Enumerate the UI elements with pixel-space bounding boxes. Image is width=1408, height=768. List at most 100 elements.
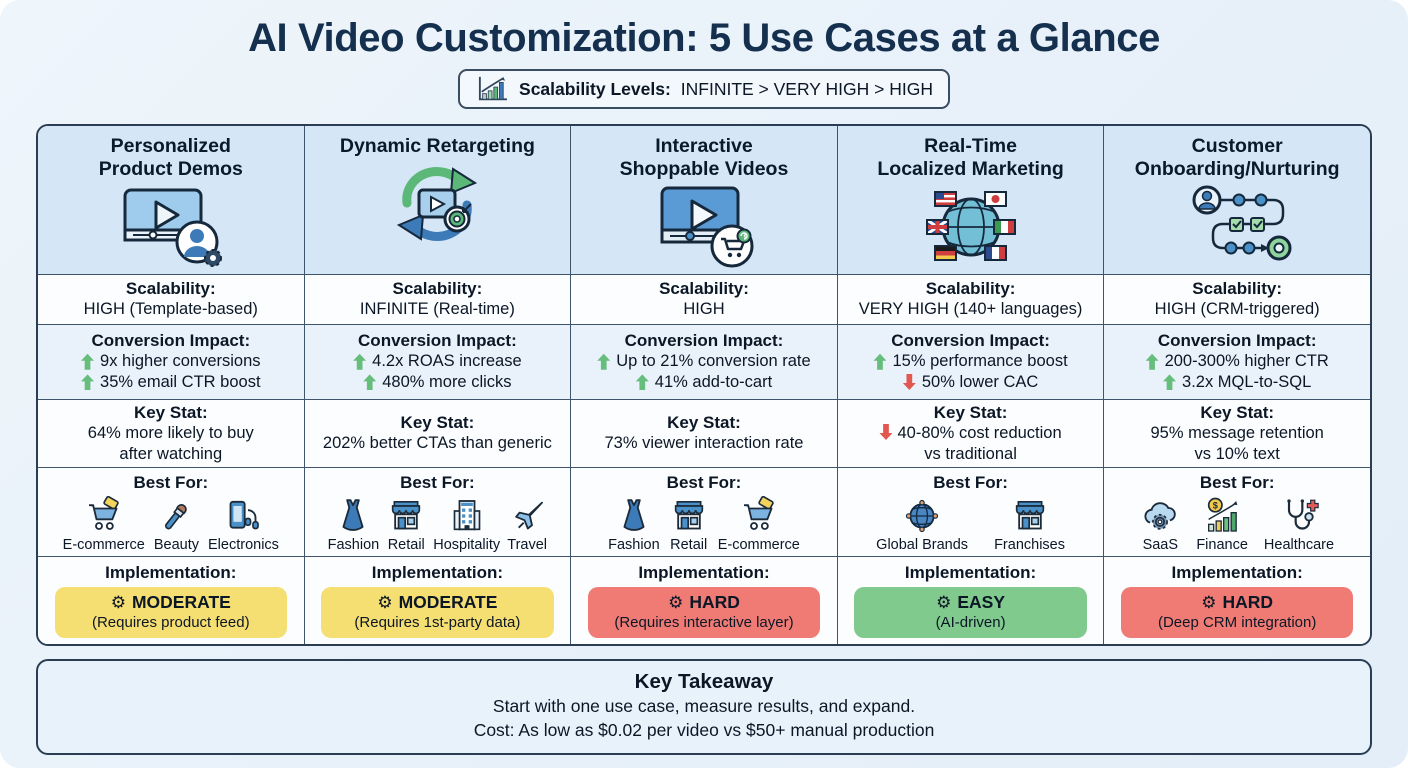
key-stat-label: Key Stat: bbox=[933, 403, 1008, 423]
column-customer-onboarding-nurturing: Customer Onboarding/Nurturing Scalabilit… bbox=[1104, 126, 1370, 644]
implementation-cell: Implementation: ⚙MODERATE (Requires 1st-… bbox=[304, 556, 571, 644]
key-stat-label: Key Stat: bbox=[667, 413, 741, 433]
bestfor-item-label: Global Brands bbox=[876, 537, 969, 553]
impact-line: 3.2x MQL-to-SQL bbox=[1163, 372, 1311, 393]
bestfor-item-label: SaaS bbox=[1142, 537, 1179, 553]
key-stat-value: 64% more likely to buy after watching bbox=[87, 424, 254, 463]
implementation-cell: Implementation: ⚙EASY (AI-driven) bbox=[837, 556, 1104, 644]
impact-line: 480% more clicks bbox=[363, 372, 512, 393]
electronics-phone-icon bbox=[223, 496, 263, 536]
retargeting-loop-icon bbox=[352, 161, 522, 245]
key-stat-cell: Key Stat: 95% message retention vs 10% t… bbox=[1104, 399, 1370, 467]
implementation-badge: ⚙EASY (AI-driven) bbox=[854, 587, 1087, 638]
bestfor-item: Healthcare bbox=[1264, 496, 1334, 553]
scalability-label: Scalability: bbox=[1192, 279, 1283, 299]
scalability-value: INFINITE (Real-time) bbox=[359, 300, 515, 319]
column-dynamic-retargeting: Dynamic Retargeting Scalability: INFINIT… bbox=[304, 126, 572, 644]
trend-arrow-icon bbox=[1145, 353, 1159, 370]
bestfor-item-label: Beauty bbox=[153, 537, 199, 553]
bestfor-item-label: E-commerce bbox=[62, 537, 145, 553]
impact-text: 200-300% higher CTR bbox=[1164, 352, 1329, 371]
scalability-legend-value: INFINITE > VERY HIGH > HIGH bbox=[680, 78, 933, 99]
implementation-cell: Implementation: ⚙HARD (Requires interact… bbox=[571, 556, 837, 644]
usecase-title: Personalized Product Demos bbox=[98, 135, 243, 180]
implementation-label: Implementation: bbox=[105, 563, 237, 582]
implementation-badge: ⚙HARD (Deep CRM integration) bbox=[1120, 587, 1354, 638]
franchises-store-icon bbox=[1010, 496, 1050, 536]
implementation-cell: Implementation: ⚙MODERATE (Requires prod… bbox=[38, 556, 304, 644]
best-for-label: Best For: bbox=[1199, 473, 1275, 492]
best-for-cell: Best For: Fashion Retail Hospitality Tra… bbox=[304, 467, 571, 556]
scalability-cell: Scalability: HIGH bbox=[571, 274, 837, 324]
gear-icon: ⚙ bbox=[936, 593, 952, 612]
bestfor-item: E-commerce bbox=[63, 496, 145, 553]
impact-line: 41% add-to-cart bbox=[635, 372, 772, 393]
bestfor-item-label: Travel bbox=[507, 537, 547, 553]
gear-icon: ⚙ bbox=[377, 593, 393, 612]
impact-text: 15% performance boost bbox=[892, 352, 1068, 371]
usecase-comparison-table: Personalized Product Demos Scalability: … bbox=[36, 124, 1372, 646]
implementation-label: Implementation: bbox=[904, 563, 1037, 582]
implementation-level: EASY bbox=[957, 592, 1006, 612]
implementation-note: (Requires interactive layer) bbox=[614, 614, 794, 631]
bestfor-item-label: Hospitality bbox=[433, 537, 501, 553]
best-for-cell: Best For: SaaS Finance Healthcare bbox=[1104, 467, 1370, 556]
column-real-time-localized-marketing: Real-Time Localized Marketing Scalabilit… bbox=[837, 126, 1105, 644]
impact-text: 35% email CTR boost bbox=[100, 373, 261, 391]
travel-plane-icon bbox=[507, 496, 547, 536]
conversion-impact-label: Conversion Impact: bbox=[1157, 331, 1317, 351]
key-stat-label: Key Stat: bbox=[1200, 403, 1275, 423]
key-stat-cell: Key Stat: 64% more likely to buy after w… bbox=[38, 399, 304, 467]
bestfor-item: Global Brands bbox=[876, 496, 968, 553]
key-stat-label: Key Stat: bbox=[400, 413, 475, 433]
scalability-cell: Scalability: HIGH (CRM-triggered) bbox=[1104, 274, 1370, 324]
key-takeaway-line: Cost: As low as $0.02 per video vs $50+ … bbox=[473, 720, 935, 741]
bestfor-item: Retail bbox=[669, 496, 709, 553]
fashion-dress-icon bbox=[333, 496, 373, 536]
trend-arrow-icon bbox=[635, 374, 649, 391]
scalability-label: Scalability: bbox=[392, 279, 483, 299]
scalability-cell: Scalability: INFINITE (Real-time) bbox=[304, 274, 571, 324]
key-takeaway-title: Key Takeaway bbox=[634, 670, 774, 693]
onboarding-journey-icon bbox=[1152, 184, 1322, 268]
conversion-impact-label: Conversion Impact: bbox=[358, 331, 517, 351]
key-stat-cell: Key Stat: 202% better CTAs than generic bbox=[304, 399, 571, 467]
trend-arrow-icon bbox=[597, 353, 611, 370]
bestfor-item: Retail bbox=[386, 496, 426, 553]
usecase-header: Dynamic Retargeting bbox=[304, 126, 571, 274]
implementation-label: Implementation: bbox=[371, 563, 504, 582]
key-takeaway-panel: Key Takeaway Start with one use case, me… bbox=[36, 659, 1372, 756]
conversion-impact-cell: Conversion Impact: 9x higher conversions… bbox=[38, 324, 304, 399]
implementation-level: MODERATE bbox=[398, 592, 498, 612]
impact-line: Up to 21% conversion rate bbox=[597, 351, 811, 372]
hospitality-building-icon bbox=[447, 496, 487, 536]
best-for-cell: Best For: Fashion Retail E-commerce bbox=[571, 467, 837, 556]
bestfor-item: Franchises bbox=[994, 496, 1065, 553]
best-for-label: Best For: bbox=[933, 473, 1008, 492]
conversion-impact-label: Conversion Impact: bbox=[891, 331, 1050, 351]
conversion-impact-cell: Conversion Impact: 200-300% higher CTR 3… bbox=[1104, 324, 1370, 399]
bestfor-item-label: Retail bbox=[387, 537, 425, 553]
scalability-value: HIGH bbox=[683, 300, 725, 319]
scalability-cell: Scalability: HIGH (Template-based) bbox=[38, 274, 304, 324]
usecase-title: Dynamic Retargeting bbox=[339, 135, 535, 157]
key-stat-cell: Key Stat: 73% viewer interaction rate bbox=[571, 399, 837, 467]
impact-line: 50% lower CAC bbox=[903, 372, 1038, 393]
trend-arrow-icon bbox=[363, 374, 377, 391]
key-stat-value: 95% message retention vs 10% text bbox=[1150, 424, 1324, 463]
bestfor-item-label: Franchises bbox=[994, 537, 1065, 553]
trend-arrow-icon bbox=[1163, 374, 1177, 391]
conversion-impact-cell: Conversion Impact: Up to 21% conversion … bbox=[571, 324, 837, 399]
bestfor-item: Fashion bbox=[328, 496, 379, 553]
usecase-title: Interactive Shoppable Videos bbox=[619, 135, 789, 180]
conversion-impact-cell: Conversion Impact: 4.2x ROAS increase 48… bbox=[304, 324, 571, 399]
key-stat-value: 73% viewer interaction rate bbox=[604, 434, 804, 453]
column-personalized-product-demos: Personalized Product Demos Scalability: … bbox=[38, 126, 305, 644]
impact-text: 4.2x ROAS increase bbox=[372, 352, 522, 371]
gear-icon: ⚙ bbox=[110, 593, 126, 612]
usecase-header: Interactive Shoppable Videos bbox=[571, 126, 837, 274]
impact-text: Up to 21% conversion rate bbox=[616, 352, 811, 371]
finance-chart-icon bbox=[1202, 496, 1242, 536]
retail-store-icon bbox=[386, 496, 426, 536]
fashion-dress-icon bbox=[614, 496, 654, 536]
